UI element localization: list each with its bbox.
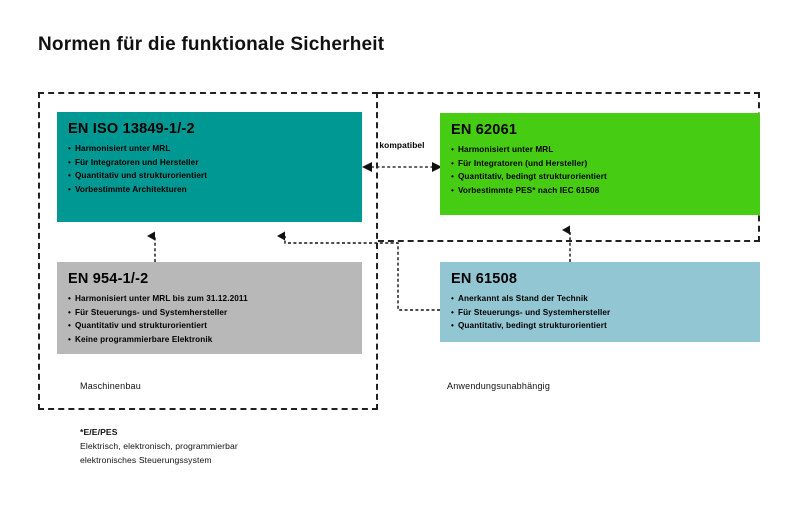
box-en-954[interactable]: EN 954-1/-2 Harmonisiert unter MRL bis z… bbox=[57, 262, 362, 354]
box-bullet-list: Anerkannt als Stand der Technik Für Steu… bbox=[451, 292, 749, 333]
list-item: Harmonisiert unter MRL bbox=[451, 143, 749, 157]
list-item: Für Steuerungs- und Systemhersteller bbox=[451, 306, 749, 320]
list-item: Quantitativ und strukturorientiert bbox=[68, 169, 351, 183]
box-en-61508[interactable]: EN 61508 Anerkannt als Stand der Technik… bbox=[440, 262, 760, 342]
compatibility-arrow-icon bbox=[362, 162, 442, 172]
footnote: *E/E/PES Elektrisch, elektronisch, progr… bbox=[80, 425, 238, 467]
list-item: Vorbestimmte Architekturen bbox=[68, 183, 351, 197]
list-item: Für Integratoren (und Hersteller) bbox=[451, 157, 749, 171]
compatibility-connector: kompatibel bbox=[362, 140, 442, 176]
box-bullet-list: Harmonisiert unter MRL bis zum 31.12.201… bbox=[68, 292, 351, 346]
compatibility-label: kompatibel bbox=[379, 140, 425, 150]
list-item: Keine programmierbare Elektronik bbox=[68, 333, 351, 347]
list-item: Vorbestimmte PES* nach IEC 61508 bbox=[451, 184, 749, 198]
box-heading: EN 62061 bbox=[451, 122, 518, 138]
footnote-line-1: Elektrisch, elektronisch, programmierbar bbox=[80, 441, 238, 451]
region-caption-machinery: Maschinenbau bbox=[80, 381, 141, 391]
list-item: Harmonisiert unter MRL bbox=[68, 142, 351, 156]
box-en-62061[interactable]: EN 62061 Harmonisiert unter MRL Für Inte… bbox=[440, 113, 760, 215]
box-bullet-list: Harmonisiert unter MRL Für Integratoren … bbox=[68, 142, 351, 196]
list-item: Anerkannt als Stand der Technik bbox=[451, 292, 749, 306]
box-heading: EN 954-1/-2 bbox=[68, 271, 149, 287]
list-item: Quantitativ, bedingt strukturorientiert bbox=[451, 170, 749, 184]
region-caption-generic: Anwendungsunabhängig bbox=[447, 381, 551, 391]
box-en-iso-13849[interactable]: EN ISO 13849-1/-2 Harmonisiert unter MRL… bbox=[57, 112, 362, 222]
list-item: Für Integratoren und Hersteller bbox=[68, 156, 351, 170]
box-bullet-list: Harmonisiert unter MRL Für Integratoren … bbox=[451, 143, 749, 197]
list-item: Für Steuerungs- und Systemhersteller bbox=[68, 306, 351, 320]
region-machinery-boundary bbox=[38, 92, 378, 410]
footnote-line-2: elektronisches Steuerungssystem bbox=[80, 455, 212, 465]
list-item: Quantitativ und strukturorientiert bbox=[68, 319, 351, 333]
box-heading: EN ISO 13849-1/-2 bbox=[68, 121, 195, 137]
box-heading: EN 61508 bbox=[451, 271, 518, 287]
page-title: Normen für die funktionale Sicherheit bbox=[38, 34, 385, 55]
list-item: Quantitativ, bedingt strukturorientiert bbox=[451, 319, 749, 333]
footnote-head: *E/E/PES bbox=[80, 427, 118, 437]
list-item: Harmonisiert unter MRL bis zum 31.12.201… bbox=[68, 292, 351, 306]
